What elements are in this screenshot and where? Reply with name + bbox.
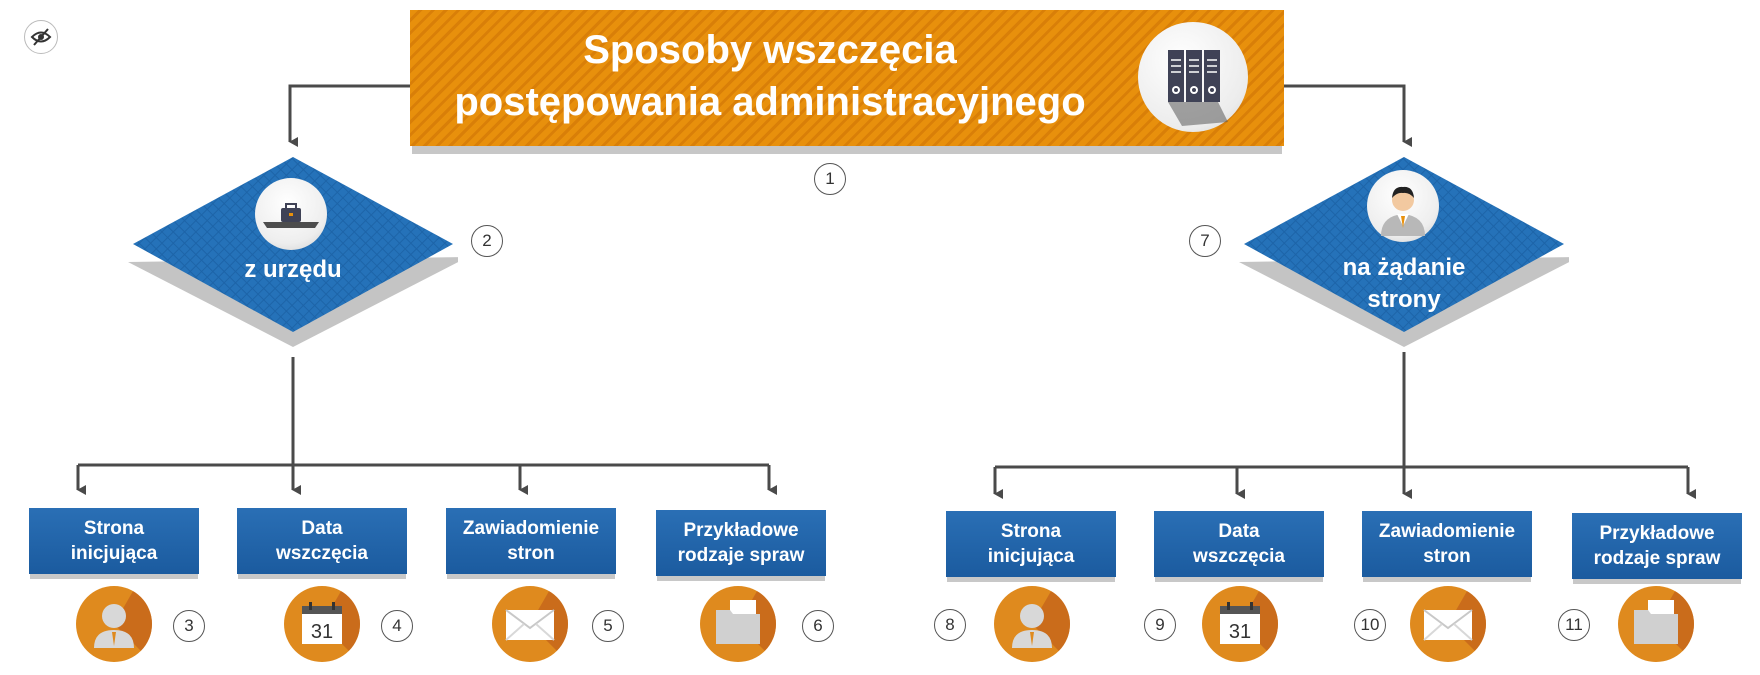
box-label: Data wszczęcia — [1193, 521, 1285, 567]
box-label: Przykładowe rodzaje spraw — [677, 520, 805, 566]
diamond-label-text: na żądanie strony — [1342, 254, 1466, 313]
box-label: Strona inicjująca — [987, 521, 1075, 567]
envelope-icon[interactable] — [1410, 586, 1486, 662]
folder-icon[interactable] — [700, 586, 776, 662]
box-label: Przykładowe rodzaje spraw — [1593, 523, 1721, 569]
diamond-shape — [1239, 157, 1569, 347]
title-line-2: postępowania administracyjnego — [454, 80, 1086, 124]
diamond-z-urzedu: z urzędu — [128, 152, 458, 352]
step-number-8: 8 — [934, 609, 966, 641]
title-line-1: Sposoby wszczęcia — [583, 28, 957, 72]
box-przykladowe-rodzaje-spraw: Przykładowe rodzaje spraw — [1572, 513, 1742, 579]
briefcase-desk-icon — [255, 178, 327, 250]
box-strona-inicjujaca: Strona inicjująca — [29, 508, 199, 574]
step-number-7: 7 — [1189, 225, 1221, 257]
box-label: Zawiadomienie stron — [1378, 521, 1516, 567]
box-label: Zawiadomienie stron — [462, 518, 600, 564]
diamond-label: z urzędu — [244, 256, 342, 283]
title-banner: Sposoby wszczęcia postępowania administr… — [410, 10, 1284, 146]
diamond-label: na żądanie strony — [1239, 252, 1569, 316]
calendar-day: 31 — [1229, 621, 1251, 643]
person-icon[interactable] — [76, 586, 152, 662]
diamond-na-zadanie-strony: na żądanie strony — [1239, 152, 1569, 352]
box-zawiadomienie-stron: Zawiadomienie stron — [446, 508, 616, 574]
box-data-wszczecia: Data wszczęcia — [237, 508, 407, 574]
step-number-11: 11 — [1558, 609, 1590, 641]
calendar-icon[interactable]: 31 — [284, 586, 360, 662]
box-zawiadomienie-stron: Zawiadomienie stron — [1362, 511, 1532, 577]
binders-icon — [1138, 22, 1248, 132]
calendar-day: 31 — [311, 621, 333, 643]
step-number-3: 3 — [173, 610, 205, 642]
step-number-10: 10 — [1354, 609, 1386, 641]
step-number-2: 2 — [471, 225, 503, 257]
hide-toggle-button[interactable] — [24, 20, 58, 54]
box-label: Strona inicjująca — [70, 518, 158, 564]
page-title: Sposoby wszczęcia postępowania administr… — [410, 24, 1130, 128]
step-number-6: 6 — [802, 610, 834, 642]
person-icon[interactable] — [994, 586, 1070, 662]
box-data-wszczecia: Data wszczęcia — [1154, 511, 1324, 577]
box-strona-inicjujaca: Strona inicjująca — [946, 511, 1116, 577]
box-przykladowe-rodzaje-spraw: Przykładowe rodzaje spraw — [656, 510, 826, 576]
user-icon — [1367, 170, 1439, 242]
calendar-icon[interactable]: 31 — [1202, 586, 1278, 662]
eye-slash-icon — [30, 28, 52, 46]
step-number-4: 4 — [381, 610, 413, 642]
envelope-icon[interactable] — [492, 586, 568, 662]
step-number-1: 1 — [814, 163, 846, 195]
step-number-5: 5 — [592, 610, 624, 642]
step-number-9: 9 — [1144, 609, 1176, 641]
folder-icon[interactable] — [1618, 586, 1694, 662]
box-label: Data wszczęcia — [276, 518, 368, 564]
